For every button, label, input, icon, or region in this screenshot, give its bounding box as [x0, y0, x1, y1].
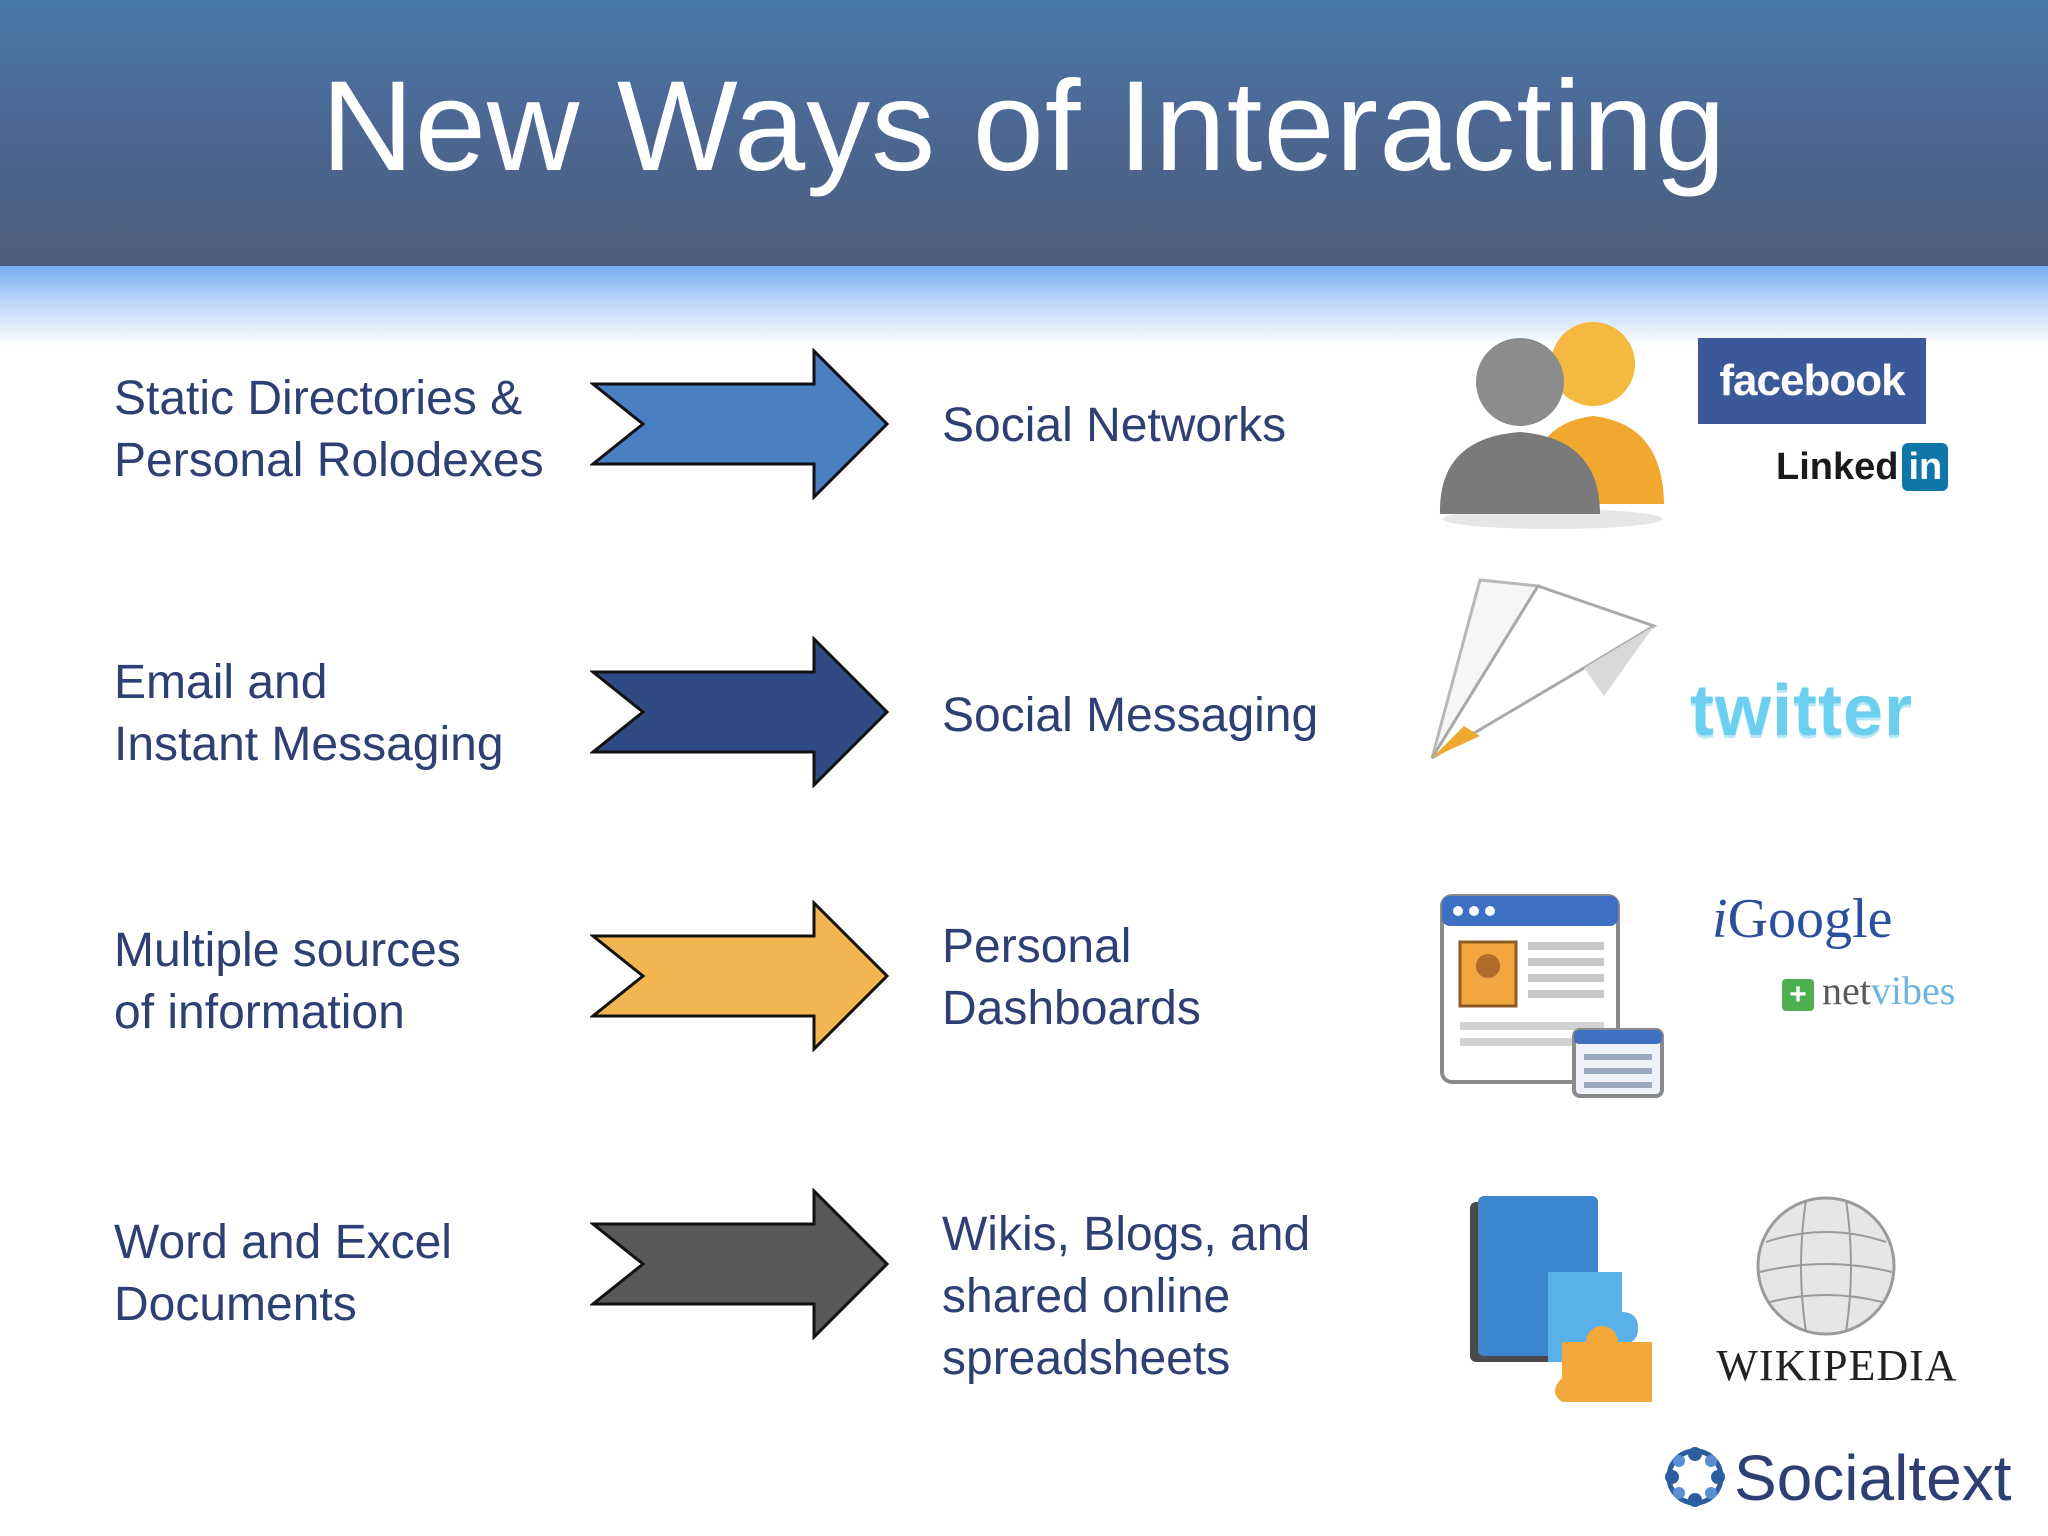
banner-gradient-fade [0, 266, 2048, 346]
arrow-4-shape [590, 1188, 890, 1340]
arrow-1-shape [590, 348, 890, 500]
wikipedia-logo: WIKIPEDIA [1716, 1341, 1958, 1390]
slide-title: New Ways of Interacting [321, 55, 1727, 198]
old-way-label-2: Email and Instant Messaging [114, 656, 504, 771]
puzzle-pieces-icon [1470, 1196, 1652, 1402]
facebook-logo: facebook [1698, 338, 1926, 424]
socialtext-logo: Socialtext [1734, 1442, 2012, 1514]
arrow-3-shape [590, 900, 890, 1052]
twitter-logo: twitter [1690, 671, 1913, 751]
new-way-label-2: Social Messaging [942, 689, 1319, 742]
new-way-label-3: Personal Dashboards [942, 920, 1201, 1035]
dashboard-window-icon [1440, 894, 1664, 1098]
old-way-label-4: Word and Excel Documents [114, 1216, 452, 1331]
arrow-2-shape [590, 636, 890, 788]
new-way-label-1: Social Networks [942, 399, 1287, 452]
arrow-1 [590, 348, 890, 500]
igoogle-logo: iGoogle [1712, 888, 1893, 950]
netvibes-logo: +netvibes [1782, 966, 1955, 1016]
arrow-4 [590, 1188, 890, 1340]
wikipedia-globe-icon [1756, 1196, 1896, 1336]
paper-plane-icon [1430, 578, 1658, 760]
old-way-label-1: Static Directories & Personal Rolodexes [114, 372, 544, 487]
title-banner [0, 0, 2048, 266]
people-icon [1439, 322, 1664, 529]
socialtext-logo-icon [1665, 1447, 1725, 1507]
arrow-3 [590, 900, 890, 1052]
arrow-2 [590, 636, 890, 788]
old-way-label-3: Multiple sources of information [114, 924, 461, 1039]
new-way-label-4: Wikis, Blogs, and shared online spreadsh… [942, 1208, 1311, 1385]
